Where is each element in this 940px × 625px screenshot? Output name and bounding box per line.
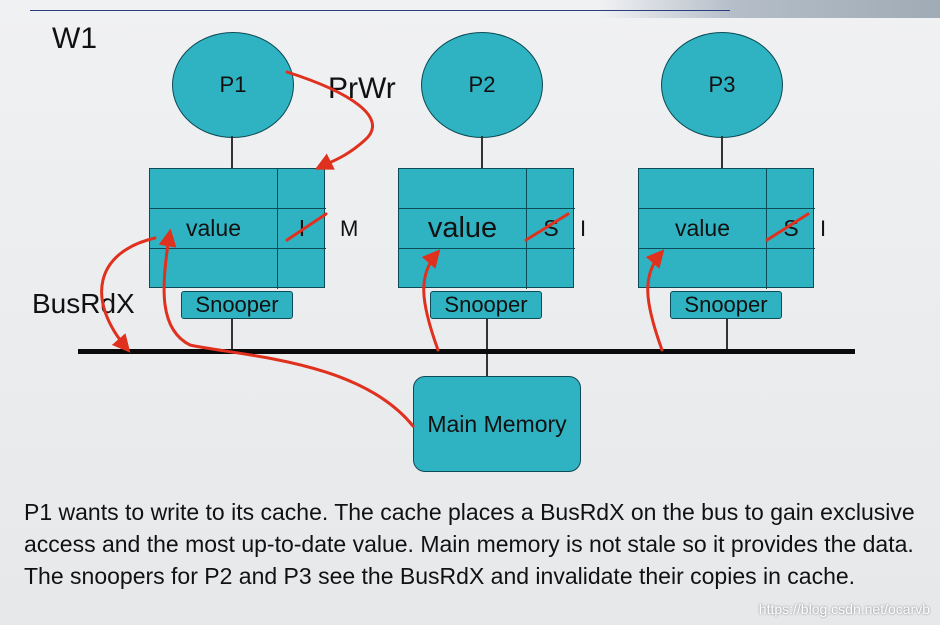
memory-bus-link: [486, 354, 488, 376]
cache-state-cell: [767, 249, 815, 289]
processor-p1: P1: [172, 32, 294, 138]
busrdx-label: BusRdX: [32, 288, 135, 319]
cache-line: [150, 169, 278, 209]
header-band: [600, 0, 940, 18]
prwr-label: PrWr: [328, 72, 396, 105]
snooper-p3: Snooper: [670, 291, 782, 319]
cache-p1: value I: [149, 168, 326, 289]
slide-label: W1: [52, 22, 97, 55]
p2-state-new: I: [580, 216, 587, 241]
processor-p3: P3: [661, 32, 783, 138]
p1-bus-link: [231, 319, 233, 350]
cache-state-cell: [527, 249, 575, 289]
cache-p3: value S: [638, 168, 815, 289]
cache-state-cell: [527, 169, 575, 209]
snooper-p1: Snooper: [181, 291, 293, 319]
p3-cache-link: [721, 136, 723, 168]
cache-state-old: S: [527, 209, 575, 249]
cache-value: value: [150, 209, 278, 249]
header-rule: [30, 10, 730, 11]
snooper-p2: Snooper: [430, 291, 542, 319]
cache-state-cell: [278, 249, 326, 289]
cache-value: value: [399, 209, 527, 249]
p2-cache-link: [481, 136, 483, 168]
cache-line: [639, 169, 767, 209]
cache-state-cell: [767, 169, 815, 209]
p3-bus-link: [726, 319, 728, 350]
cache-line: [639, 249, 767, 289]
cache-line: [399, 169, 527, 209]
cache-state-cell: [278, 169, 326, 209]
caption-text: P1 wants to write to its cache. The cach…: [24, 499, 915, 589]
watermark-text: https://blog.csdn.net/ocarvb: [758, 601, 930, 617]
processor-p2: P2: [421, 32, 543, 138]
main-memory: Main Memory: [413, 376, 581, 472]
p3-state-new: I: [820, 216, 827, 241]
p2-bus-link: [486, 319, 488, 350]
cache-line: [150, 249, 278, 289]
cache-state-old: S: [767, 209, 815, 249]
cache-value: value: [639, 209, 767, 249]
cache-line: [399, 249, 527, 289]
system-bus: [78, 349, 855, 354]
p1-state-new: M: [340, 216, 359, 241]
p1-cache-link: [231, 136, 233, 168]
cache-p2: value S: [398, 168, 575, 289]
cache-state-old: I: [278, 209, 326, 249]
